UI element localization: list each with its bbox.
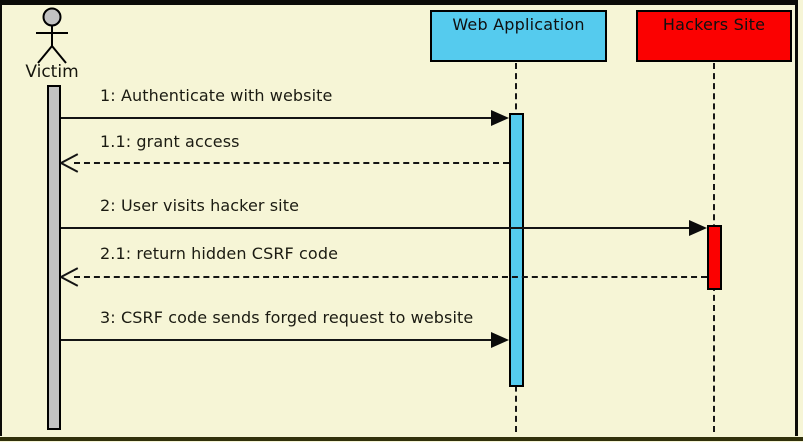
frame-bottom-border (0, 437, 803, 441)
victim-actor-icon (36, 7, 68, 64)
message-1-1-label: 1.1: grant access (100, 132, 240, 151)
victim-activation-bar (47, 85, 61, 430)
message-3-line (61, 339, 493, 341)
hackers-site-label: Hackers Site (662, 15, 766, 34)
frame-right-border (795, 0, 798, 436)
message-3-arrowhead-icon (491, 332, 509, 348)
web-application-label: Web Application (452, 15, 585, 34)
victim-label: Victim (25, 62, 79, 82)
message-1-arrowhead-icon (491, 110, 509, 126)
message-2-label: 2: User visits hacker site (100, 196, 300, 215)
message-2-line (61, 227, 691, 229)
web-application-activation-bar (509, 113, 524, 387)
web-application-box: Web Application (430, 10, 607, 62)
hackers-site-box: Hackers Site (636, 10, 792, 62)
message-2-1-label: 2.1: return hidden CSRF code (100, 244, 339, 263)
frame-top-border (0, 0, 798, 5)
frame-left-border (0, 0, 2, 436)
message-3-label: 3: CSRF code sends forged request to web… (100, 308, 474, 327)
message-1-1-line (74, 162, 509, 164)
message-1-label: 1: Authenticate with website (100, 86, 333, 105)
message-2-1-line (74, 276, 707, 278)
message-2-arrowhead-icon (689, 220, 707, 236)
hackers-site-activation-bar (707, 225, 722, 290)
message-1-line (61, 117, 493, 119)
